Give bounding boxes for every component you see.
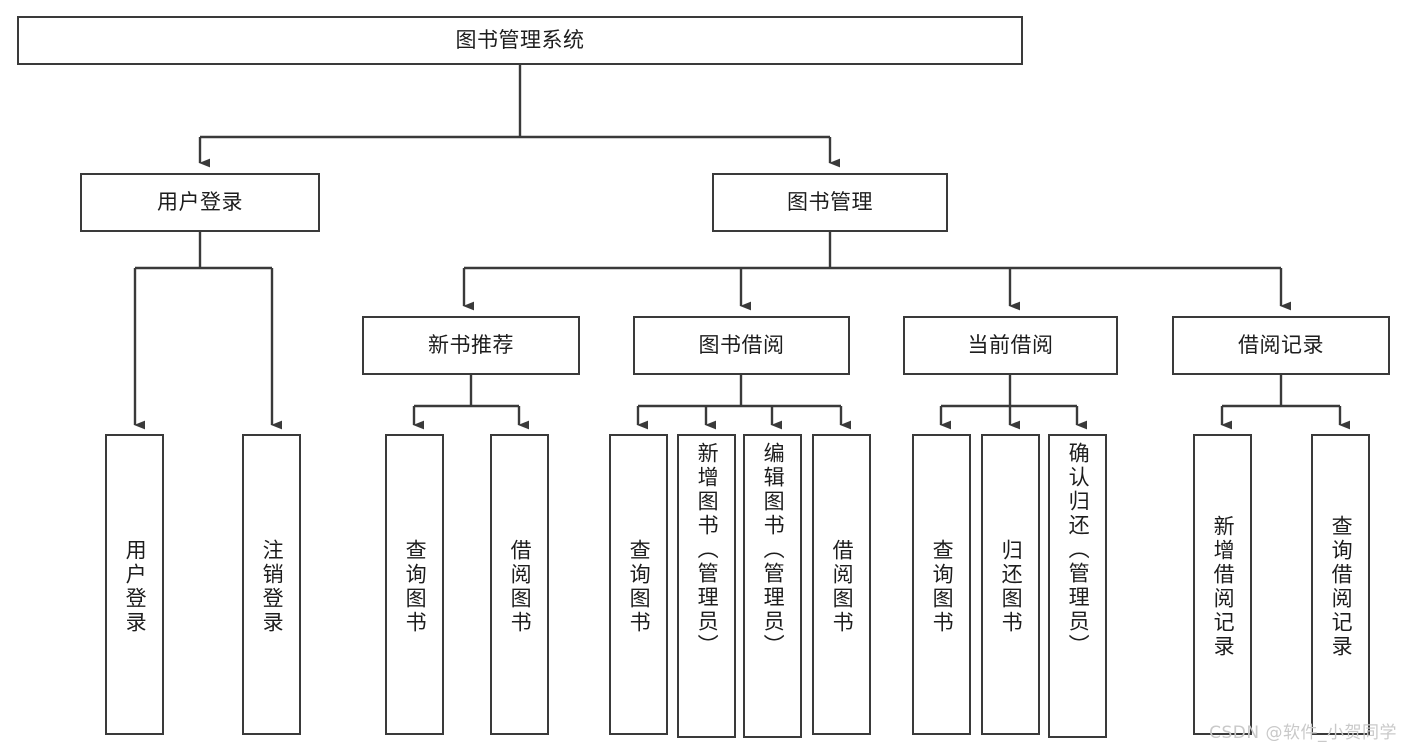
node-leaf-borrow-book-2[interactable]: 借阅图书	[812, 434, 871, 735]
node-leaf-edit-book[interactable]: 编辑图书（管理员）	[743, 434, 802, 738]
node-leaf-query-book-3[interactable]: 查询图书	[912, 434, 971, 735]
node-user-login-label: 用户登录	[157, 190, 243, 215]
node-leaf-query-book-1[interactable]: 查询图书	[385, 434, 444, 735]
node-leaf-add-record[interactable]: 新增借阅记录	[1193, 434, 1252, 735]
node-new-book-recommend-label: 新书推荐	[428, 333, 514, 358]
node-leaf-add-book-label: 新增图书（管理员）	[695, 442, 720, 658]
node-leaf-edit-book-label: 编辑图书（管理员）	[761, 442, 786, 658]
node-current-borrow-label: 当前借阅	[967, 333, 1054, 358]
node-leaf-query-book-1-label: 查询图书	[403, 538, 428, 635]
node-leaf-borrow-book-2-label: 借阅图书	[830, 538, 855, 635]
node-root[interactable]: 图书管理系统	[17, 16, 1023, 65]
node-borrow-record-label: 借阅记录	[1238, 333, 1324, 358]
node-leaf-query-record[interactable]: 查询借阅记录	[1311, 434, 1370, 735]
node-leaf-user-login[interactable]: 用户登录	[105, 434, 164, 735]
node-leaf-query-book-2[interactable]: 查询图书	[609, 434, 668, 735]
node-user-login[interactable]: 用户登录	[80, 173, 320, 232]
node-leaf-confirm-return[interactable]: 确认归还（管理员）	[1048, 434, 1107, 738]
node-book-borrow-label: 图书借阅	[698, 333, 785, 358]
node-leaf-query-record-label: 查询借阅记录	[1329, 514, 1354, 659]
node-root-label: 图书管理系统	[455, 28, 585, 53]
node-leaf-query-book-2-label: 查询图书	[627, 538, 652, 635]
node-borrow-record[interactable]: 借阅记录	[1172, 316, 1390, 375]
node-leaf-return-book-label: 归还图书	[999, 538, 1024, 635]
node-leaf-borrow-book-1-label: 借阅图书	[508, 538, 533, 635]
node-book-management-label: 图书管理	[787, 190, 873, 215]
csdn-watermark: CSDN @软件_小贺同学	[1209, 723, 1397, 743]
node-leaf-logout-login[interactable]: 注销登录	[242, 434, 301, 735]
node-leaf-borrow-book-1[interactable]: 借阅图书	[490, 434, 549, 735]
node-leaf-add-record-label: 新增借阅记录	[1211, 514, 1236, 659]
node-new-book-recommend[interactable]: 新书推荐	[362, 316, 580, 375]
node-book-management[interactable]: 图书管理	[712, 173, 948, 232]
node-leaf-add-book[interactable]: 新增图书（管理员）	[677, 434, 736, 738]
node-leaf-confirm-return-label: 确认归还（管理员）	[1066, 442, 1091, 658]
node-leaf-return-book[interactable]: 归还图书	[981, 434, 1040, 735]
node-book-borrow[interactable]: 图书借阅	[633, 316, 850, 375]
node-leaf-logout-login-label: 注销登录	[260, 538, 285, 635]
node-leaf-query-book-3-label: 查询图书	[930, 538, 955, 635]
node-leaf-user-login-label: 用户登录	[123, 538, 148, 635]
node-current-borrow[interactable]: 当前借阅	[903, 316, 1118, 375]
